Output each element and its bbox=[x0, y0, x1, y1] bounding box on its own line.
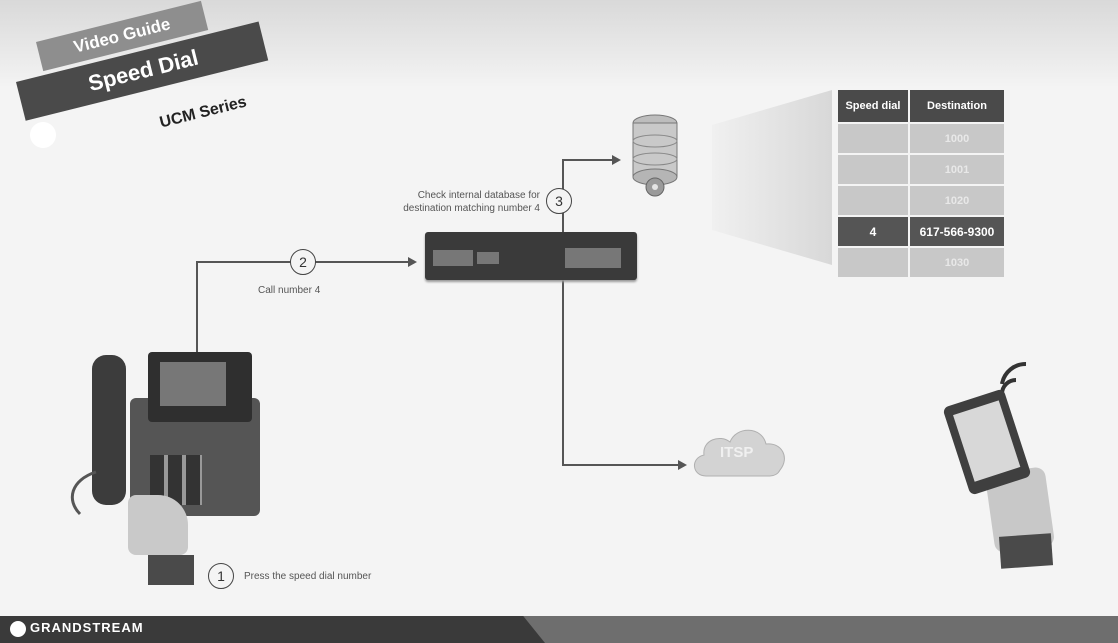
destination-cell: 1000 bbox=[907, 122, 1007, 155]
ucm-port-panel-right bbox=[565, 248, 621, 268]
phone-cord-icon bbox=[70, 470, 97, 516]
step-1-label: Press the speed dial number bbox=[244, 571, 372, 582]
speed-dial-table: Speed dial Destination 1000 1001 1020 4 … bbox=[836, 88, 1007, 279]
phone-handset-icon bbox=[92, 355, 126, 505]
mobile-screen bbox=[953, 400, 1021, 482]
destination-cell: 1020 bbox=[907, 184, 1007, 217]
itsp-cloud-icon bbox=[694, 429, 785, 477]
hand-sleeve-icon bbox=[148, 555, 194, 585]
ucm-port-panel-mid bbox=[477, 252, 499, 264]
series-label: UCM Series bbox=[158, 93, 249, 132]
desk-phone-screen bbox=[160, 362, 226, 406]
speed-cell bbox=[836, 184, 910, 217]
speed-cell bbox=[836, 122, 910, 155]
destination-cell: 1030 bbox=[907, 246, 1007, 279]
step-1-circle: 1 bbox=[208, 563, 234, 589]
table-row: 1000 bbox=[836, 122, 1007, 155]
lookup-beam bbox=[712, 90, 832, 265]
ucm-device bbox=[425, 232, 637, 280]
connector-phone-up bbox=[196, 262, 198, 354]
step-3-label: Check internal database for destination … bbox=[403, 190, 540, 214]
speed-cell: 4 bbox=[836, 215, 910, 248]
arrow-head-to-itsp bbox=[678, 460, 687, 470]
column-header-destination: Destination bbox=[907, 88, 1007, 124]
table-row-highlighted: 4 617-566-9300 bbox=[836, 215, 1007, 248]
speed-cell bbox=[836, 246, 910, 279]
connector-to-db bbox=[562, 159, 614, 161]
speed-cell bbox=[836, 153, 910, 186]
step-2-label: Call number 4 bbox=[258, 285, 321, 296]
step-2-circle: 2 bbox=[290, 249, 316, 275]
step-3-circle: 3 bbox=[546, 188, 572, 214]
grandstream-footer-logo-icon bbox=[10, 621, 26, 637]
footer-brand-band bbox=[0, 616, 545, 643]
connector-ucm-down bbox=[562, 280, 564, 465]
table-row: 1020 bbox=[836, 184, 1007, 217]
destination-cell: 1001 bbox=[907, 153, 1007, 186]
database-icon bbox=[632, 114, 678, 197]
destination-cell: 617-566-9300 bbox=[907, 215, 1007, 248]
arrow-head-to-db bbox=[612, 155, 621, 165]
pressing-hand-icon bbox=[128, 495, 188, 555]
table-row: 1030 bbox=[836, 246, 1007, 279]
grandstream-logo-icon bbox=[27, 119, 59, 151]
mobile-sleeve-icon bbox=[998, 533, 1054, 569]
ucm-port-panel-left bbox=[433, 250, 473, 266]
title-block: Video Guide Speed Dial UCM Series bbox=[8, 0, 308, 160]
itsp-label: ITSP bbox=[720, 444, 754, 461]
table-header-row: Speed dial Destination bbox=[836, 88, 1007, 124]
footer-brand: GRANDSTREAM bbox=[30, 620, 144, 635]
table-row: 1001 bbox=[836, 153, 1007, 186]
connector-to-itsp bbox=[562, 464, 680, 466]
mobile-phone-icon bbox=[942, 388, 1032, 496]
column-header-speed-dial: Speed dial bbox=[836, 88, 910, 124]
arrow-head-to-ucm bbox=[408, 257, 417, 267]
